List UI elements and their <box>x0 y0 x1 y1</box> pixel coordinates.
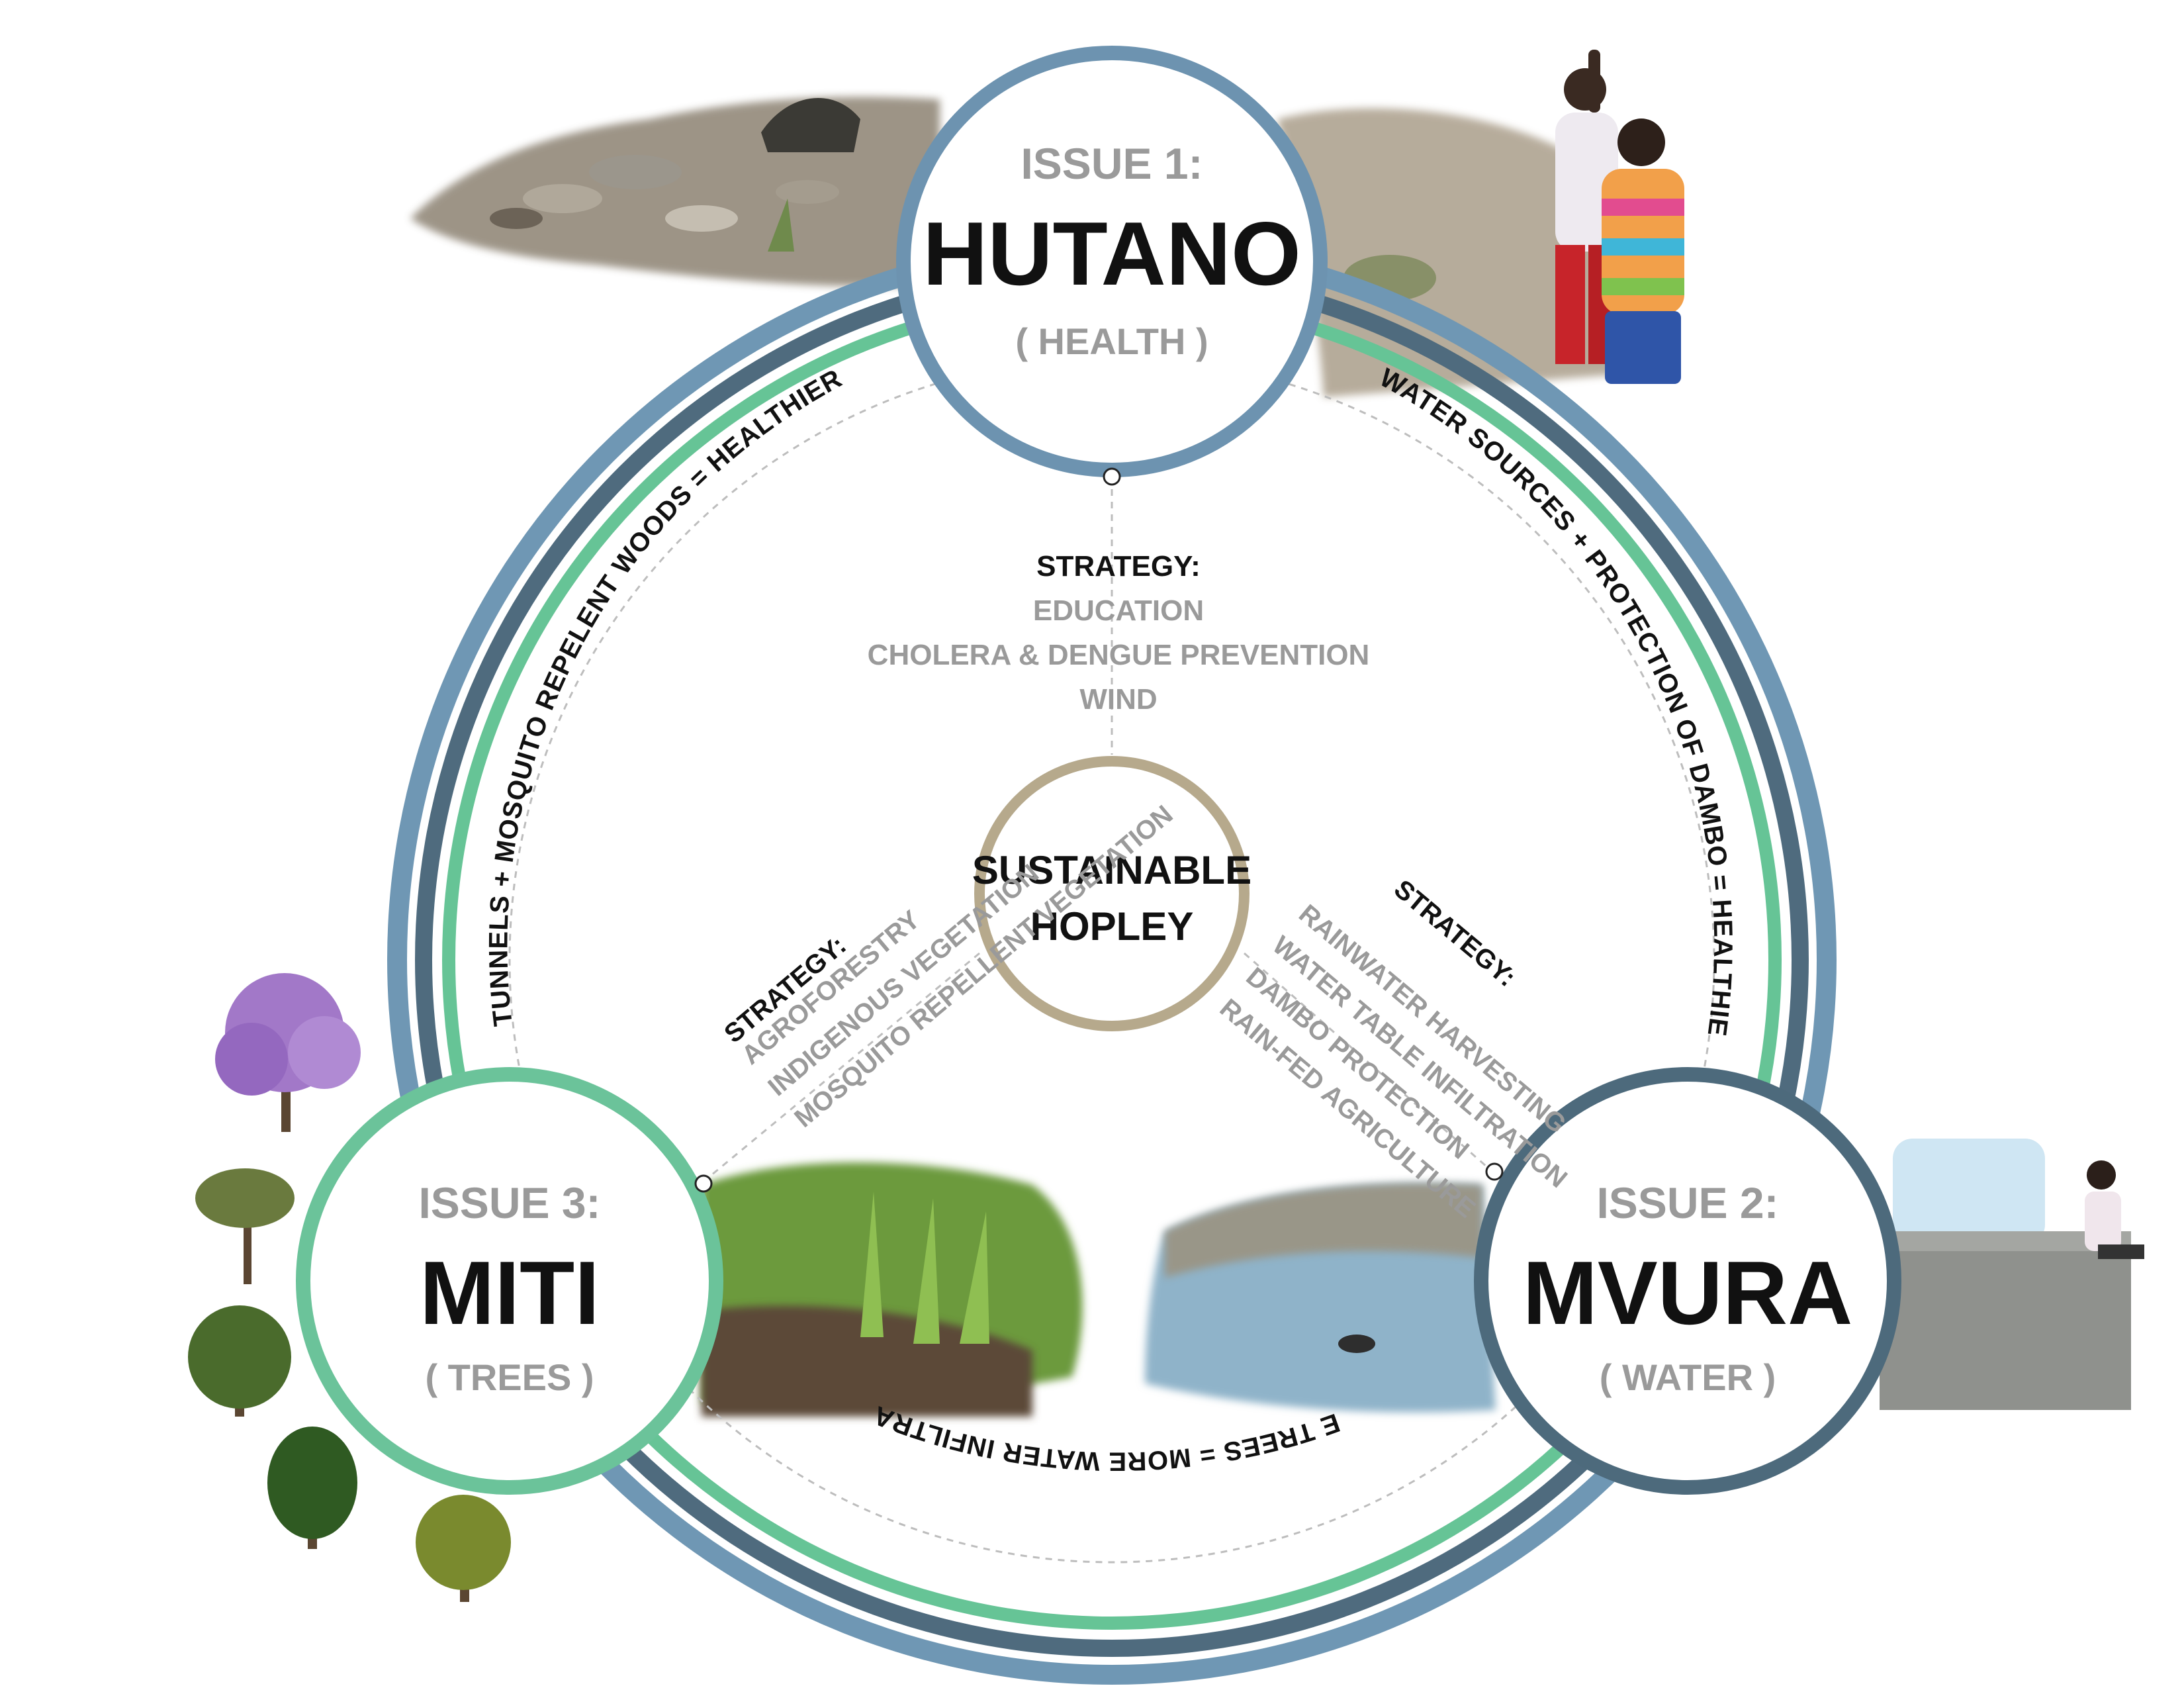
center-circle <box>974 756 1250 1031</box>
stream-photo <box>1145 1183 1496 1413</box>
issue-trees-node: ISSUE 3: MITI ( TREES ) <box>296 1067 723 1495</box>
guide-line-trees <box>703 952 980 1183</box>
strategy-health-heading: STRATEGY: <box>1036 550 1201 583</box>
guide-line-water <box>1244 952 1493 1173</box>
strategy-water: STRATEGY: <box>1388 874 1522 992</box>
strategy-health-item: CHOLERA & DENGUE PREVENTION <box>868 639 1370 671</box>
connector-dot-water <box>1485 1162 1504 1181</box>
inner-dashed-ring <box>508 356 1715 1564</box>
center-title-line1: SUSTAINABLE <box>972 848 1251 892</box>
tree-round-icon <box>188 1305 291 1417</box>
issue-water-circle <box>1474 1067 1901 1495</box>
center-node: SUSTAINABLE HOPLEY <box>972 756 1251 1031</box>
issue-water-translation: ( WATER ) <box>1600 1356 1776 1398</box>
strategy-health-item: EDUCATION <box>1033 594 1204 627</box>
issue-health-label: ISSUE 1: <box>1021 139 1203 188</box>
issue-water-name: MVURA <box>1523 1243 1853 1343</box>
issue-water-node: ISSUE 2: MVURA ( WATER ) <box>1474 1067 1901 1495</box>
issue-trees-label: ISSUE 3: <box>418 1178 600 1227</box>
connector-dot-trees <box>694 1174 713 1193</box>
issue-trees-circle <box>296 1067 723 1495</box>
tree-broadleaf-icon <box>416 1495 511 1602</box>
issue-health-node: ISSUE 1: HUTANO ( HEALTH ) <box>896 46 1328 477</box>
issue-water-label: ISSUE 2: <box>1596 1178 1778 1227</box>
rubble-photo <box>410 97 940 287</box>
issue-trees-name: MITI <box>420 1243 600 1343</box>
tree-acacia-icon <box>195 1168 295 1284</box>
issue-health-translation: ( HEALTH ) <box>1015 320 1208 362</box>
center-title-line2: HOPLEY <box>1030 904 1194 949</box>
issue-health-name: HUTANO <box>923 203 1301 304</box>
connector-dot-health <box>1103 467 1121 486</box>
strategy-water-heading: STRATEGY: <box>1388 874 1522 992</box>
issue-trees-translation: ( TREES ) <box>425 1356 594 1398</box>
tree-jacaranda-icon <box>215 973 361 1132</box>
water-tank-photo <box>1880 1139 2144 1410</box>
meadow-photo <box>702 1162 1083 1417</box>
strategy-health: STRATEGY: EDUCATION CHOLERA & DENGUE PRE… <box>868 550 1370 716</box>
tree-conifer-icon <box>267 1427 357 1549</box>
strategy-health-item: WIND <box>1079 683 1157 716</box>
